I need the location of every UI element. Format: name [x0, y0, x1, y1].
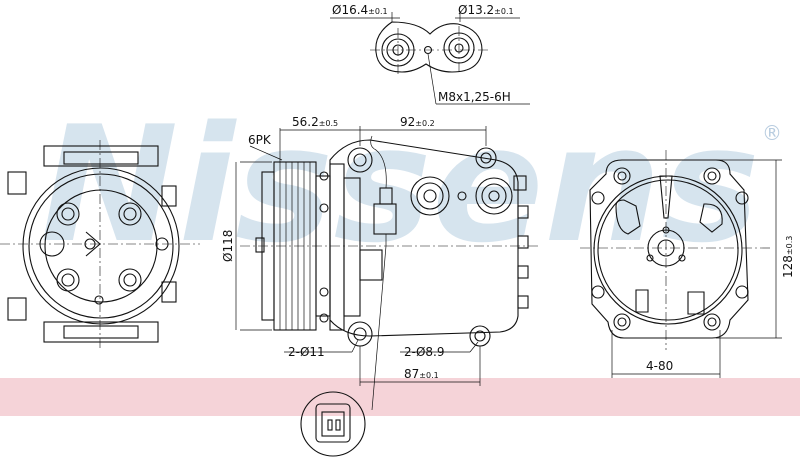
thread-label: M8x1,25-6H [438, 90, 511, 104]
port-large-dim: Ø16.4±0.1 [332, 3, 388, 17]
side-view-center [235, 126, 540, 457]
mount-a-dim: 2-Ø11 [288, 345, 325, 359]
port-small-dim: Ø13.2±0.1 [458, 3, 514, 17]
watermark-logo: Nissens [40, 91, 760, 278]
holes-rear-dim: 4-80 [646, 359, 673, 373]
offset-left-dim: 56.2±0.5 [292, 115, 338, 129]
offset-right-dim: 92±0.2 [400, 115, 435, 129]
front-view-left [0, 140, 200, 350]
rear-view-right [580, 150, 782, 378]
registered-mark: ® [762, 121, 782, 145]
spacing-bottom-dim: 87±0.1 [404, 367, 439, 381]
pulley-diameter-dim: Ø118 [221, 230, 235, 262]
mount-b-dim: 2-Ø8.9 [404, 345, 445, 359]
height-right-dim: 128±0.3 [781, 236, 795, 278]
pulley-type-label: 6PK [248, 133, 272, 147]
background-band [0, 378, 800, 416]
port-detail-view [330, 12, 530, 105]
